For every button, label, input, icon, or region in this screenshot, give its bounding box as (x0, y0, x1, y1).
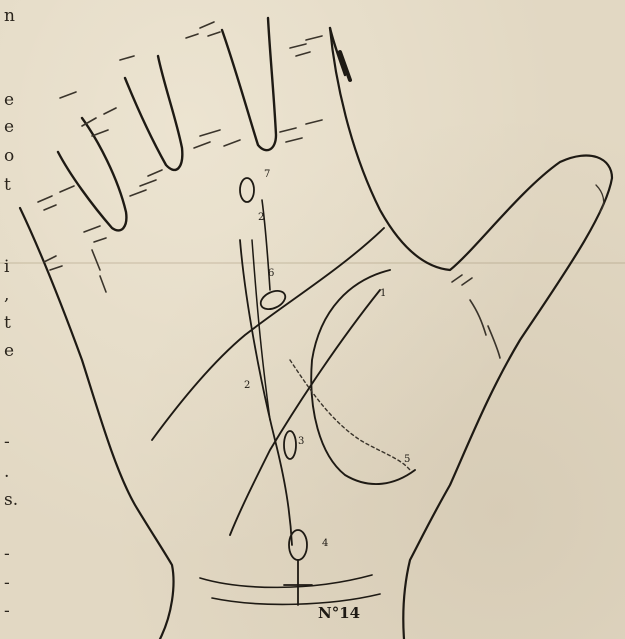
thumb-nail (596, 185, 604, 212)
head-line (230, 290, 380, 535)
wrist-bracelet-2 (212, 594, 380, 604)
label-point-2-upper: 2 (258, 212, 264, 223)
label-point-5: 5 (404, 454, 410, 465)
label-point-6: 6 (268, 268, 274, 279)
finger-joint-marks (38, 22, 322, 270)
fate-line-secondary (252, 240, 270, 420)
label-point-4: 4 (322, 538, 328, 549)
percussion-marks (92, 250, 106, 292)
label-point-7: 7 (264, 169, 270, 180)
label-point-3: 3 (298, 436, 304, 447)
life-line (311, 270, 415, 484)
middle-finger (222, 18, 276, 150)
island-upper (240, 178, 254, 202)
plate-number: N°14 (318, 604, 360, 622)
venus-symbol (284, 560, 312, 605)
label-point-1: 1 (380, 288, 386, 299)
thumb-crease-marks (452, 275, 500, 358)
island-heart-line (258, 287, 288, 312)
ring-finger (125, 56, 182, 170)
island-head-line (284, 431, 296, 459)
dotted-line (290, 360, 410, 470)
hand-outline-left (20, 208, 174, 639)
label-point-2-lower: 2 (244, 380, 250, 391)
little-finger (58, 118, 126, 230)
hand-outline-right (330, 28, 612, 639)
